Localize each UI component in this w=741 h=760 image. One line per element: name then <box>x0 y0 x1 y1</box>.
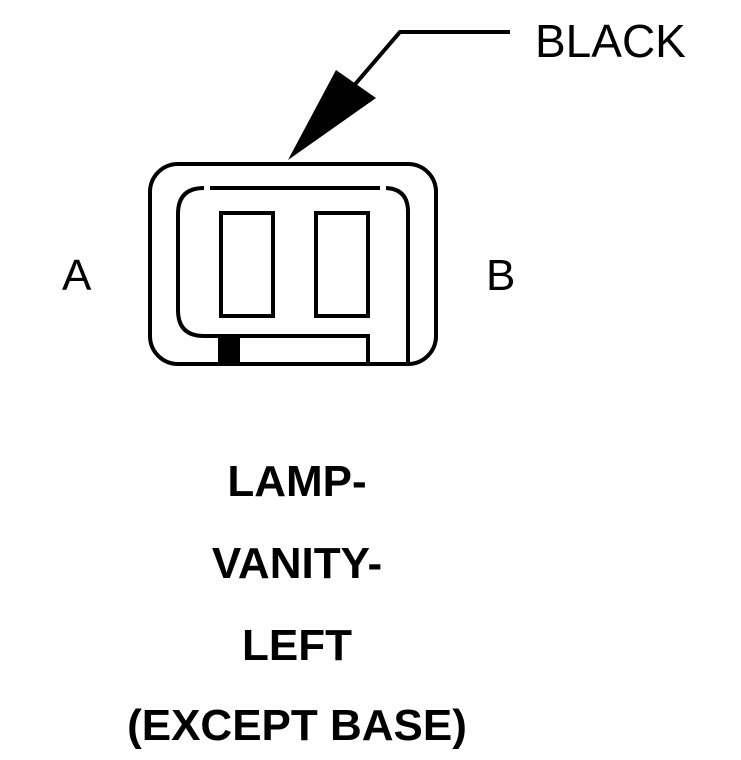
pin-b-label: B <box>486 251 515 300</box>
caption-line-2: VANITY- <box>212 539 382 588</box>
leader-arrowhead <box>288 70 376 160</box>
caption-line-3: LEFT <box>242 621 352 670</box>
terminal-a <box>219 211 275 318</box>
locking-tab-marker <box>220 336 240 364</box>
locking-tab <box>218 334 370 366</box>
caption-line-1: LAMP- <box>227 457 366 506</box>
caption-line-4: (EXCEPT BASE) <box>127 701 467 750</box>
wire-color-label: BLACK <box>535 15 686 67</box>
leader-line <box>343 30 510 98</box>
connector-cavity <box>176 186 410 364</box>
pin-a-label: A <box>62 251 92 300</box>
terminal-b <box>314 211 370 318</box>
